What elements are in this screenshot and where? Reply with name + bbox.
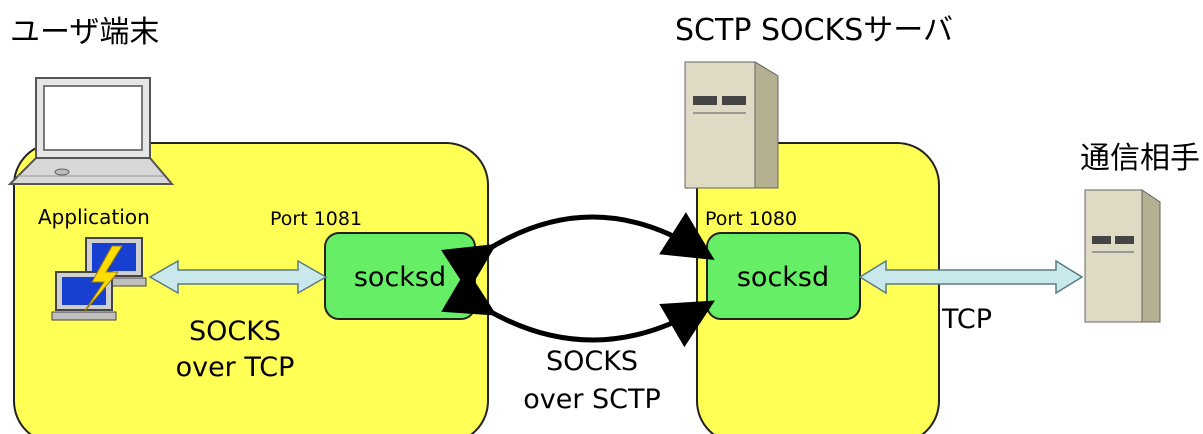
port-1081-label: Port 1081	[270, 208, 362, 230]
socksd-server-label: socksd	[737, 262, 829, 293]
sctp-lower-arrow	[441, 268, 715, 348]
socks-server-label: SCTP SOCKSサーバ	[675, 13, 953, 48]
peer-server-tower-icon	[1084, 189, 1161, 323]
socks-server-tower-icon	[684, 61, 779, 189]
application-label: Application	[38, 205, 150, 229]
socksd-client-label: socksd	[354, 262, 446, 293]
networked-computers-icon	[51, 237, 147, 321]
tcp-arrow	[858, 259, 1084, 295]
peer-label: 通信相手	[1080, 141, 1200, 176]
laptop-icon	[7, 77, 175, 185]
socks-over-tcp-line1: SOCKS	[189, 316, 281, 347]
socks-over-sctp-line1: SOCKS	[546, 346, 638, 377]
socks-over-sctp-line2: over SCTP	[523, 384, 661, 415]
tcp-label: TCP	[941, 304, 992, 335]
user-terminal-label: ユーザ端末	[10, 15, 159, 50]
sctp-upper-arrow	[441, 212, 715, 293]
socks-over-tcp-line2: over TCP	[176, 352, 295, 383]
socks-over-tcp-arrow	[148, 259, 328, 295]
port-1080-label: Port 1080	[705, 208, 797, 230]
